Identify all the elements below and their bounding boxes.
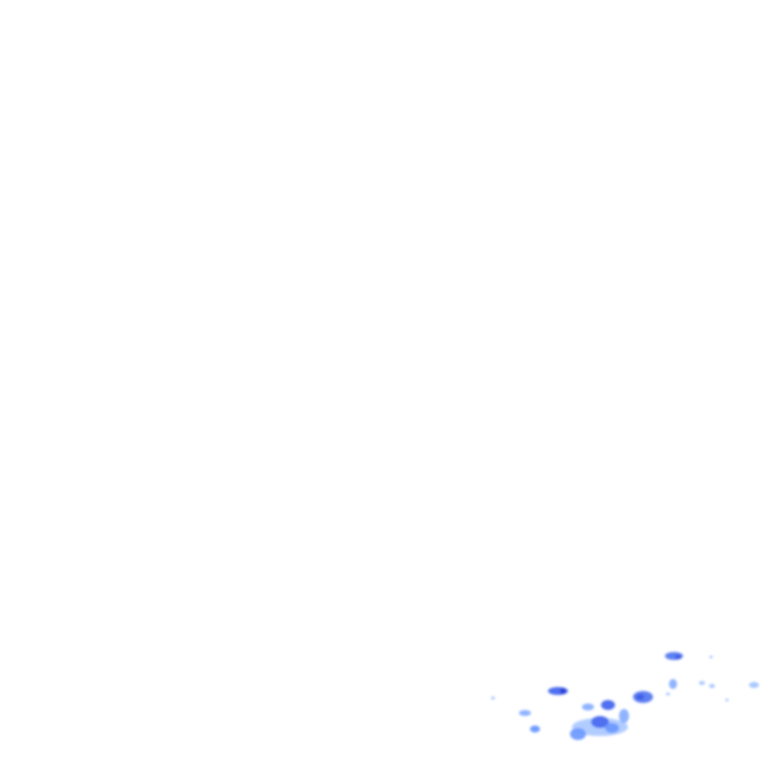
precip-echo <box>669 679 677 689</box>
precip-cell-west <box>548 687 568 695</box>
precip-cell-center <box>633 691 653 703</box>
precip-echo <box>619 709 629 723</box>
precip-echo <box>636 694 644 700</box>
precip-echo <box>582 703 594 711</box>
precip-echo <box>601 700 615 710</box>
precip-echo <box>725 698 729 702</box>
precip-echo <box>699 681 705 685</box>
precip-echo <box>709 655 713 659</box>
precip-small-echoes <box>491 655 759 733</box>
precip-echo <box>605 723 619 733</box>
precip-echo <box>491 696 495 700</box>
precip-echo <box>519 710 531 716</box>
precip-cell-north <box>665 652 683 660</box>
precip-echo <box>560 688 566 694</box>
precip-echo <box>591 716 609 728</box>
precip-cluster-main <box>570 700 629 740</box>
precip-echo <box>570 728 586 740</box>
precip-echo <box>666 692 670 696</box>
precip-echo <box>709 684 715 688</box>
precip-echo <box>749 682 759 688</box>
precip-echo <box>530 725 540 733</box>
precip-echo <box>675 654 681 660</box>
